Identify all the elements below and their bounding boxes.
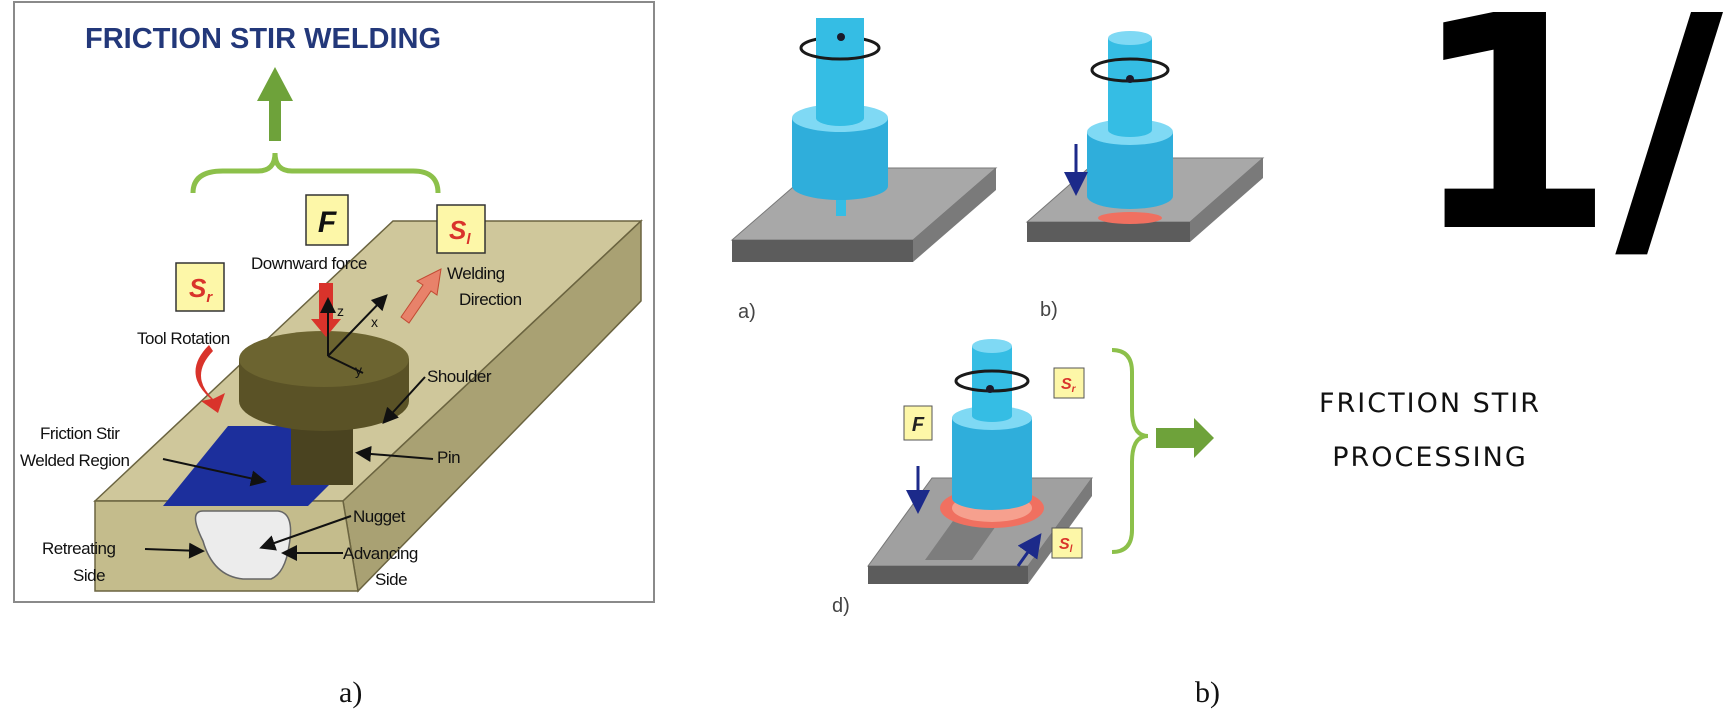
fsw-title: FRICTION STIR WELDING (85, 23, 441, 55)
step-d-force-box (903, 405, 933, 441)
page-number: 1/ (1410, 0, 1723, 297)
step-d-rotation-symbol: Sr (1061, 376, 1077, 395)
fsp-result-line-2: PROCESSING (1332, 442, 1528, 473)
step-d-speed-box (1051, 527, 1083, 559)
step-a-label: a) (738, 301, 756, 323)
label-retreating-2: Side (73, 566, 105, 585)
label-advancing-1: Advancing (343, 544, 418, 563)
step-b-illustration (1025, 31, 1265, 242)
fsp-green-brace (1111, 348, 1149, 554)
label-pin: Pin (437, 448, 460, 467)
label-fsw-region-2: Welded Region (20, 451, 129, 470)
force-symbol: F (318, 206, 337, 239)
welding-direction-arrow-icon (400, 268, 442, 324)
fsp-green-arrow-icon (1156, 418, 1214, 458)
step-d-force-symbol: F (912, 414, 925, 436)
label-shoulder: Shoulder (427, 367, 492, 386)
label-nugget: Nugget (353, 507, 406, 526)
caption-a: a) (339, 676, 363, 709)
axis-y-line (327, 355, 364, 374)
shoulder-top (239, 331, 409, 387)
pointer-nugget (259, 515, 352, 551)
welding-speed-symbol: Sl (449, 215, 471, 248)
axis-z-label: z (337, 303, 344, 319)
fsw-diagram: FRICTION STIR WELDING z x y F Sr Sl Down… (13, 1, 655, 603)
label-welding-direction-1: Welding (447, 264, 505, 283)
force-box (305, 194, 349, 246)
step-d-rotation-box (1053, 367, 1085, 399)
rotation-speed-box (175, 262, 225, 312)
welding-speed-box (436, 204, 486, 254)
step-b-label: b) (1040, 299, 1058, 321)
rotation-speed-symbol: Sr (189, 273, 213, 306)
green-up-arrow-icon (257, 67, 293, 141)
label-tool-rotation: Tool Rotation (137, 329, 230, 348)
label-welding-direction-2: Direction (459, 290, 522, 309)
step-a-illustration (730, 18, 998, 262)
label-advancing-2: Side (375, 570, 407, 589)
caption-b: b) (1195, 676, 1220, 709)
axis-x-label: x (371, 314, 378, 330)
label-retreating-1: Retreating (42, 539, 115, 558)
fsp-result-line-1: FRICTION STIR (1319, 388, 1541, 419)
pointer-shoulder (382, 376, 426, 424)
axis-x-line (327, 294, 388, 357)
label-fsw-region-1: Friction Stir (40, 424, 120, 443)
step-d-label: d) (832, 595, 850, 617)
fsp-steps-diagram: a) b) F Sr Sl d) (730, 18, 1265, 617)
axis-y-label: y (355, 362, 362, 378)
pointer-retreating (144, 542, 205, 559)
pointer-fsw-region (162, 458, 267, 487)
label-downward-force: Downward force (251, 254, 367, 273)
tool-rotation-arrow-icon (195, 345, 225, 413)
step-d-speed-symbol: Sl (1059, 536, 1073, 555)
pointer-pin (355, 445, 434, 462)
green-brace (190, 152, 441, 194)
nugget-section (194, 510, 292, 580)
